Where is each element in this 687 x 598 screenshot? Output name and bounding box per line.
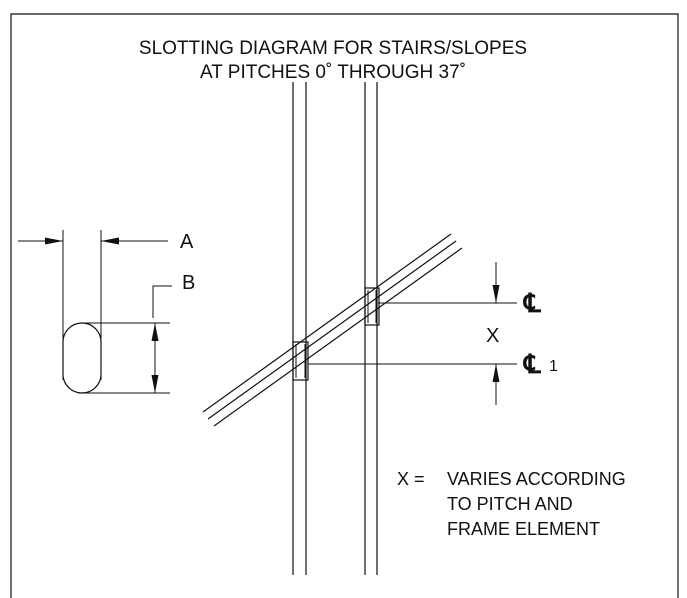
slot-block-upper xyxy=(364,287,380,326)
label-a: A xyxy=(180,231,194,253)
label-b: B xyxy=(182,272,195,294)
x-dimension xyxy=(308,262,517,405)
note-line1: VARIES ACCORDING xyxy=(447,469,626,489)
diagram-title-line1: SLOTTING DIAGRAM FOR STAIRS/SLOPES xyxy=(139,38,527,59)
vertical-post-left xyxy=(292,82,307,575)
centerline-subscript: 1 xyxy=(549,358,558,375)
centerline-symbol-lower: ℄ xyxy=(523,349,542,379)
note-line2: TO PITCH AND xyxy=(447,494,573,514)
label-x: X xyxy=(486,325,499,347)
vertical-post-right xyxy=(364,82,378,575)
note-line3: FRAME ELEMENT xyxy=(447,519,600,539)
diagonal-rail xyxy=(202,233,463,427)
centerline-symbol-upper: ℄ xyxy=(523,288,542,318)
diagram-border xyxy=(10,13,679,598)
slot-block-lower xyxy=(292,341,309,381)
note-prefix: X = xyxy=(397,469,425,489)
slot-detail xyxy=(18,230,172,394)
slot-shape xyxy=(62,322,102,394)
diagram-title-line2: AT PITCHES 0˚ THROUGH 37˚ xyxy=(200,62,466,83)
